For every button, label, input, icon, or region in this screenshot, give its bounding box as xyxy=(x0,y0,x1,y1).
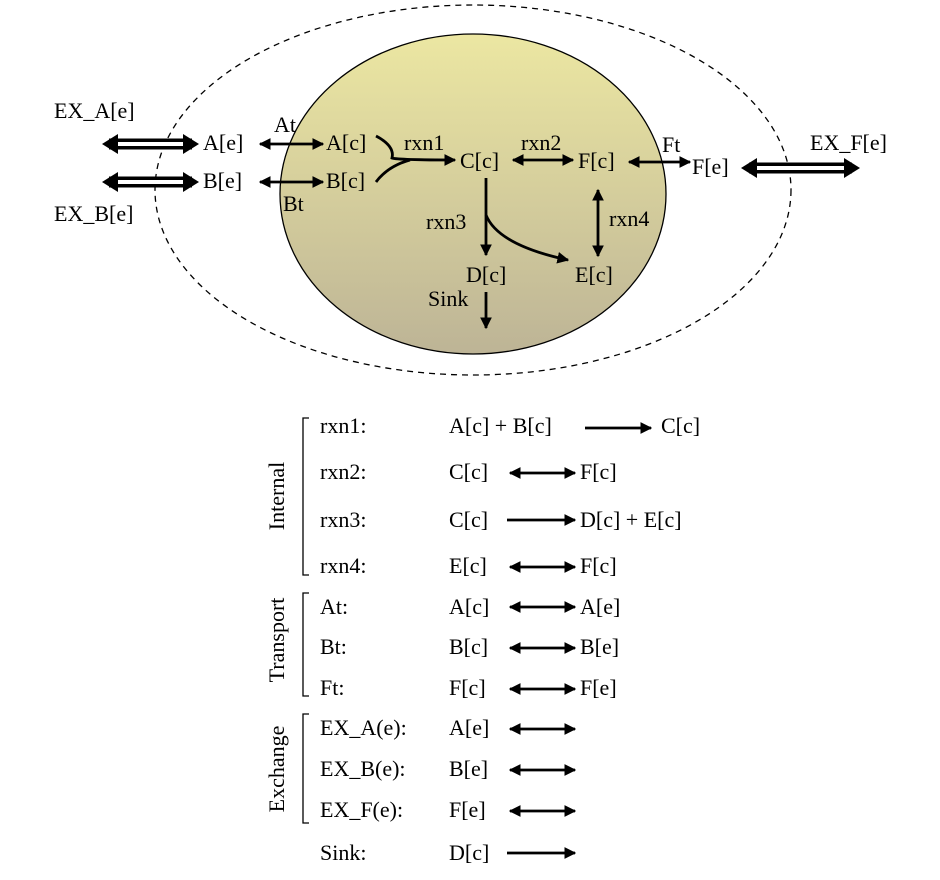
label-ex-a: EX_A[e] xyxy=(54,98,135,123)
legend-row: rxn2: C[c] F[c] xyxy=(320,459,617,484)
legend-row-right: C[c] xyxy=(661,413,700,438)
legend-row: EX_F(e): F[e] xyxy=(320,797,577,822)
legend-row-right: F[c] xyxy=(580,553,617,578)
legend-row-name: rxn4: xyxy=(320,553,366,578)
label-d-c: D[c] xyxy=(466,262,506,287)
reaction-legend: rxn1: A[c] + B[c] C[c] rxn2: C[c] F[c] r… xyxy=(320,413,700,865)
label-ex-f: EX_F[e] xyxy=(810,130,887,155)
legend-row-name: Ft: xyxy=(320,675,344,700)
label-b-e: B[e] xyxy=(203,168,242,193)
legend-row-right: F[c] xyxy=(580,459,617,484)
label-c-c: C[c] xyxy=(460,148,499,173)
legend-row-left: A[c] xyxy=(449,594,489,619)
label-sink: Sink xyxy=(428,286,468,311)
internal-bracket xyxy=(302,417,309,576)
legend-row-name: EX_F(e): xyxy=(320,797,403,822)
legend-row-left: E[c] xyxy=(449,553,487,578)
label-rxn3: rxn3 xyxy=(426,209,466,234)
label-ft: Ft xyxy=(662,132,680,157)
legend-row-left: C[c] xyxy=(449,459,488,484)
legend-row-left: B[c] xyxy=(449,634,488,659)
legend-row-right: A[e] xyxy=(580,594,620,619)
legend-row-left: F[e] xyxy=(449,797,486,822)
legend-row-name: Sink: xyxy=(320,840,366,865)
reaction-arrow-rxn1-a xyxy=(375,134,457,166)
legend-row: EX_B(e): B[e] xyxy=(320,756,577,781)
exchange-bracket xyxy=(302,713,309,824)
exchange-arrow-b xyxy=(102,172,199,192)
label-a-e: A[e] xyxy=(203,130,243,155)
label-f-e: F[e] xyxy=(692,154,729,179)
label-rxn2: rxn2 xyxy=(521,130,561,155)
section-exchange: Exchange xyxy=(264,726,289,813)
legend-row: Sink: D[c] xyxy=(320,840,577,865)
legend-row-left: F[c] xyxy=(449,675,486,700)
extracellular-boundary xyxy=(154,4,792,376)
legend-row: At: A[c] A[e] xyxy=(320,594,620,619)
legend-row: rxn1: A[c] + B[c] C[c] xyxy=(320,413,700,438)
legend-row: EX_A(e): A[e] xyxy=(320,715,577,740)
exchange-arrow-a xyxy=(102,134,199,154)
transport-bracket xyxy=(302,592,309,697)
legend-row-name: At: xyxy=(320,594,348,619)
legend-row-right: F[e] xyxy=(580,675,617,700)
section-internal: Internal xyxy=(264,462,289,530)
label-a-c: A[c] xyxy=(326,130,366,155)
label-rxn1: rxn1 xyxy=(404,130,444,155)
reaction-arrow-rxn3-curve xyxy=(484,214,570,264)
legend-row-name: rxn3: xyxy=(320,507,366,532)
label-f-c: F[c] xyxy=(578,148,615,173)
section-transport: Transport xyxy=(264,598,289,683)
legend-row-name: rxn2: xyxy=(320,459,366,484)
legend-row: Bt: B[c] B[e] xyxy=(320,634,619,659)
legend-row-name: rxn1: xyxy=(320,413,366,438)
label-e-c: E[c] xyxy=(575,262,613,287)
legend-row-name: EX_A(e): xyxy=(320,715,407,740)
label-at: At xyxy=(274,112,296,137)
legend-row-left: B[e] xyxy=(449,756,488,781)
legend-row-name: EX_B(e): xyxy=(320,756,406,781)
legend-row: rxn3: C[c] D[c] + E[c] xyxy=(320,507,682,532)
legend-row-left: C[c] xyxy=(449,507,488,532)
label-ex-b: EX_B[e] xyxy=(54,201,133,226)
legend-row: Ft: F[c] F[e] xyxy=(320,675,617,700)
label-rxn4: rxn4 xyxy=(609,206,649,231)
exchange-arrow-f xyxy=(741,158,860,178)
legend-row-name: Bt: xyxy=(320,634,347,659)
reaction-arrow-rxn1-b xyxy=(374,158,411,183)
legend-row-right: B[e] xyxy=(580,634,619,659)
cell-body xyxy=(279,33,667,355)
legend-row-left: A[c] + B[c] xyxy=(449,413,552,438)
legend-row-left: D[c] xyxy=(449,840,489,865)
legend-row-left: A[e] xyxy=(449,715,489,740)
legend-row-right: D[c] + E[c] xyxy=(580,507,682,532)
label-bt: Bt xyxy=(283,191,304,216)
legend-row: rxn4: E[c] F[c] xyxy=(320,553,617,578)
label-b-c: B[c] xyxy=(326,168,365,193)
